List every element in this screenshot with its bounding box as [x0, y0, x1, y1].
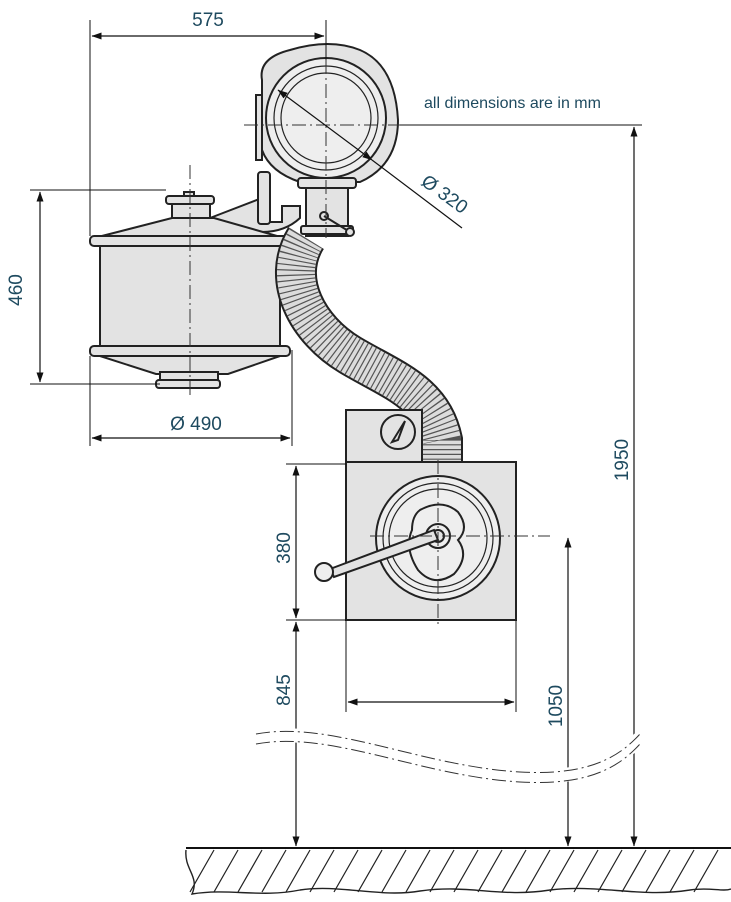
fan-unit: [255, 43, 400, 237]
dimension-label-diameter-490: Ø 490: [170, 414, 222, 435]
dimension-label-1050: 1050: [546, 685, 567, 727]
damper-lever: [319, 211, 355, 237]
dimension-1050: 1050: [546, 537, 572, 847]
dimension-380: 380: [274, 463, 346, 621]
flexible-hose: [275, 226, 463, 462]
dimension-label-575: 575: [192, 10, 224, 31]
dimension-1950: 1950: [400, 124, 642, 847]
dimension-label-diameter-320: Ø 320: [417, 171, 471, 218]
dimension-label-460: 460: [6, 274, 27, 306]
floor: [185, 847, 731, 895]
dimension-label-1950: 1950: [612, 439, 633, 481]
dimension-460: 460: [6, 189, 166, 385]
hose-reel: [314, 409, 517, 621]
break-lines: [254, 728, 646, 784]
center-lines: [189, 60, 550, 628]
dimension-575: 575: [89, 10, 327, 236]
dimension-label-845: 845: [274, 674, 295, 706]
dimension-label-380: 380: [274, 532, 295, 564]
dimension-diameter-490: Ø 490: [89, 350, 293, 446]
units-note: all dimensions are in mm: [424, 95, 601, 112]
dimension-reel-width: [345, 620, 517, 712]
